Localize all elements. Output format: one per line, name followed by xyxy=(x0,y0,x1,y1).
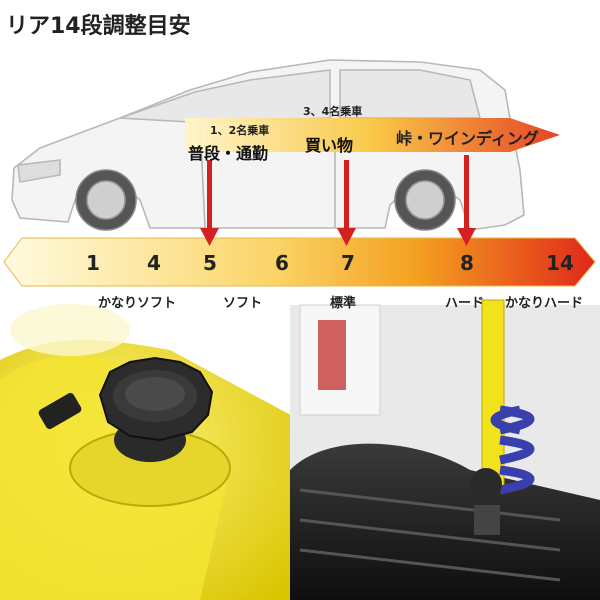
callout-label-3: 峠・ワインディング xyxy=(396,129,539,148)
callout-caption-1: 1、2名乗車 xyxy=(210,124,270,137)
scale-label-soft: ソフト xyxy=(223,296,263,311)
page-title: リア14段調整目安 xyxy=(6,14,191,39)
scale-number-7: 7 xyxy=(341,251,355,275)
scale-label-standard: 標準 xyxy=(330,296,357,311)
scale-label-very-soft: かなりソフト xyxy=(98,296,177,311)
suspension-photo xyxy=(290,299,600,600)
condition-banner xyxy=(185,118,560,152)
scale-number-8: 8 xyxy=(460,251,474,275)
scale-number-14: 14 xyxy=(546,251,574,275)
scale-number-4: 4 xyxy=(147,251,161,275)
scale-number-5: 5 xyxy=(203,251,217,275)
scale-label-very-hard: かなりハード xyxy=(505,296,584,311)
knob-icon xyxy=(98,356,214,442)
scale-bar xyxy=(3,237,596,287)
adjuster-knob-photo xyxy=(0,304,300,600)
scale-label-hard: ハード xyxy=(445,296,485,311)
callout-label-1: 普段・通勤 xyxy=(188,144,269,163)
indicator-arrows xyxy=(200,155,476,246)
scale-number-6: 6 xyxy=(275,251,289,275)
callout-label-2: 買い物 xyxy=(305,136,354,155)
spring-icon xyxy=(490,405,535,495)
scale-number-1: 1 xyxy=(86,251,100,275)
callout-caption-2: 3、4名乗車 xyxy=(303,105,363,118)
